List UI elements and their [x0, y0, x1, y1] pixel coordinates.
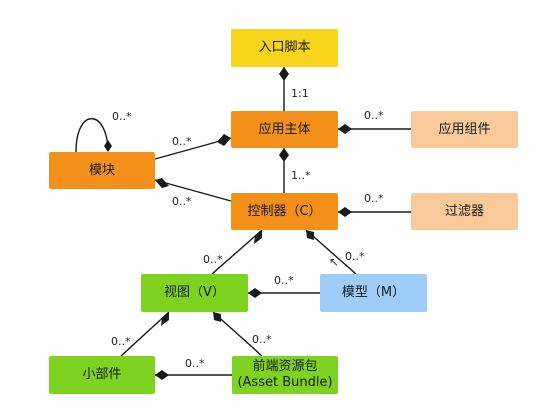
- diamond-filter-controller: [338, 207, 352, 217]
- edge-module-self: [75, 118, 109, 153]
- mult-app-controller: 1..*: [291, 169, 311, 182]
- node-asset-bundle: 前端资源包 (Asset Bundle): [232, 356, 338, 394]
- node-asset-bundle-label-1: 前端资源包: [252, 359, 318, 374]
- mouse-cursor-icon: ↖: [329, 255, 340, 269]
- mult-controller-view: 0..*: [203, 253, 223, 266]
- node-application: 应用主体: [231, 111, 338, 148]
- mult-filter-controller: 0..*: [364, 192, 384, 205]
- diamond-controller-view: [254, 230, 262, 244]
- node-widget-label: 小部件: [82, 367, 122, 382]
- edge-module-controller: [154, 179, 232, 202]
- diamond-module-controller: [155, 178, 169, 188]
- node-application-label: 应用主体: [258, 121, 311, 137]
- edge-view-widget: [120, 311, 170, 357]
- diamond-module-self: [104, 140, 112, 152]
- node-asset-bundle-text: 前端资源包 (Asset Bundle): [237, 359, 332, 391]
- diamond-view-widget: [161, 312, 169, 326]
- node-view-label: 视图（V）: [164, 285, 225, 300]
- mult-module-controller: 0..*: [172, 195, 192, 208]
- mult-controller-model: 0..*: [345, 250, 365, 263]
- mult-module-self: 0..*: [112, 110, 132, 123]
- node-view: 视图（V）: [141, 274, 248, 312]
- mult-module-app: 0..*: [172, 135, 192, 148]
- node-controller-label: 控制器（C）: [247, 203, 322, 219]
- diamond-app-controller: [279, 148, 289, 162]
- node-model-label: 模型（M）: [341, 285, 406, 300]
- node-controller: 控制器（C）: [231, 193, 338, 230]
- diamond-controller-model: [306, 230, 314, 240]
- node-app-component: 应用组件: [411, 111, 518, 148]
- diamond-entry-app: [279, 67, 289, 81]
- mult-view-asset: 0..*: [252, 333, 272, 346]
- edge-controller-view: [211, 229, 263, 275]
- node-app-component-label: 应用组件: [438, 121, 491, 137]
- node-module: 模块: [49, 152, 155, 189]
- mult-entry-app: 1:1: [291, 87, 309, 100]
- node-filter: 过滤器: [411, 193, 518, 230]
- mult-view-widget: 0..*: [111, 335, 131, 348]
- edge-controller-model: [305, 229, 357, 275]
- node-filter-label: 过滤器: [444, 203, 484, 219]
- node-entry-script: 入口脚本: [231, 29, 338, 67]
- mult-asset-widget: 0..*: [185, 357, 205, 370]
- node-model: 模型（M）: [320, 274, 427, 312]
- node-module-label: 模块: [88, 162, 115, 178]
- node-entry-script-label: 入口脚本: [258, 40, 311, 55]
- node-asset-bundle-label-2: (Asset Bundle): [237, 375, 333, 390]
- diamond-asset-widget: [155, 370, 169, 380]
- diamond-view-asset: [213, 312, 221, 322]
- mult-app-component: 0..*: [364, 109, 384, 122]
- diamond-module-app: [217, 134, 231, 146]
- node-widget: 小部件: [49, 356, 155, 394]
- diamond-model-view: [248, 288, 262, 298]
- mult-model-view: 0..*: [274, 274, 294, 287]
- edge-view-asset: [212, 311, 263, 357]
- diamond-app-component: [338, 124, 352, 134]
